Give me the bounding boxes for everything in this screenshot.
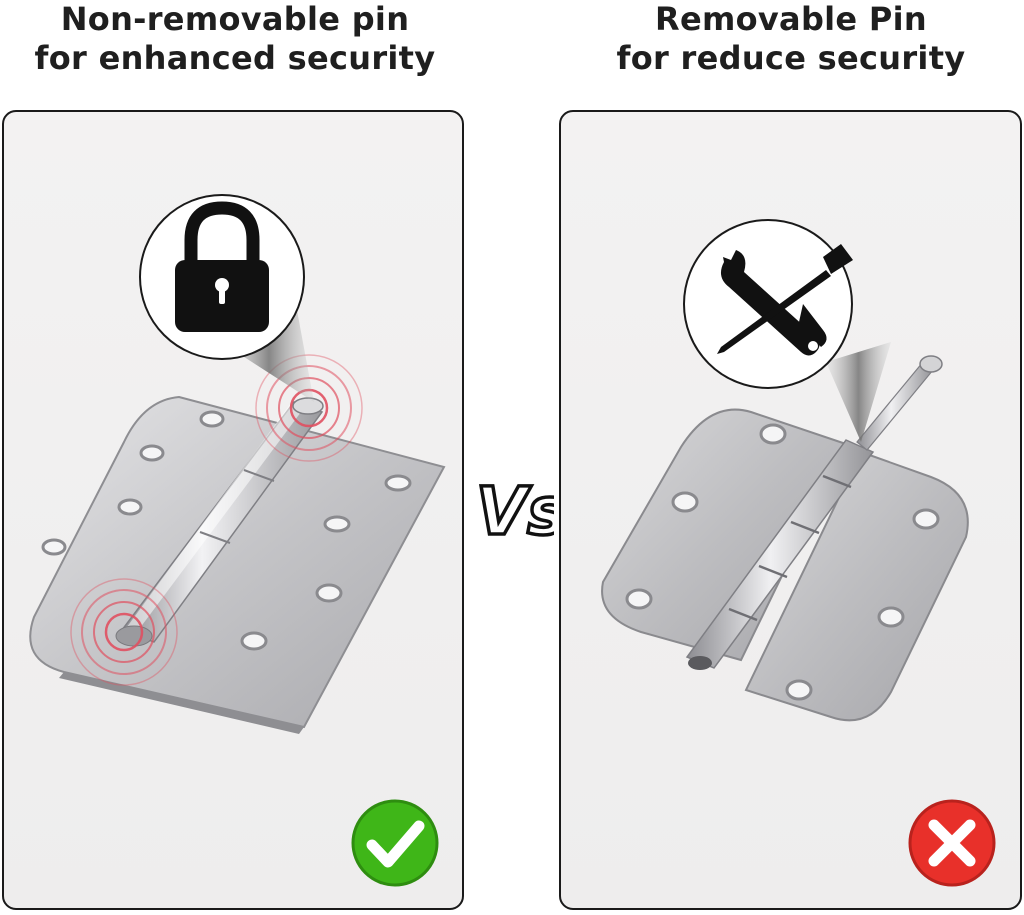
checkmark-status-badge <box>351 799 439 887</box>
removable-pin <box>856 355 943 451</box>
pin-pulse-bottom <box>70 578 178 686</box>
right-heading: Removable Pin for reduce security <box>556 0 1024 78</box>
hinge-leaf-right <box>744 450 969 722</box>
checkmark-icon <box>366 820 425 868</box>
padlock-icon <box>175 201 269 332</box>
hinge-plate <box>29 395 446 729</box>
left-panel <box>2 110 464 910</box>
callout-bubble <box>683 219 853 389</box>
hinge-leaf-left <box>601 408 848 662</box>
left-heading-line1: Non-removable pin <box>60 0 410 38</box>
left-heading: Non-removable pin for enhanced security <box>0 0 470 78</box>
screw-holes <box>625 423 940 701</box>
cross-status-badge <box>908 799 996 887</box>
screw-holes <box>41 410 412 651</box>
wrench-screwdriver-icon <box>717 244 853 356</box>
right-heading-line2: for reduce security <box>616 39 966 77</box>
hinge-barrel <box>115 397 324 647</box>
callout-bubble <box>139 194 305 360</box>
vs-label: Vs <box>476 473 554 550</box>
vs-divider: Vs <box>474 471 554 550</box>
left-illustration <box>29 194 446 887</box>
cross-icon <box>928 819 976 867</box>
right-heading-line1: Removable Pin <box>655 0 927 38</box>
right-illustration <box>601 219 996 887</box>
left-heading-line2: for enhanced security <box>34 39 436 77</box>
right-panel <box>559 110 1022 910</box>
